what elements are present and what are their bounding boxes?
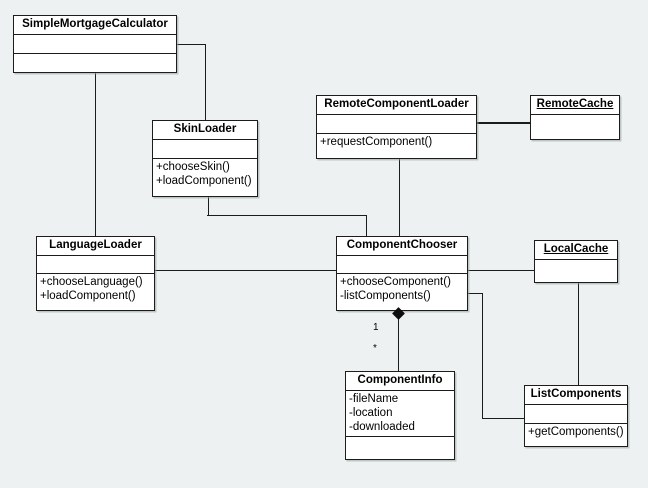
class-title-local-cache: LocalCache [535, 241, 617, 260]
edge-rcl-to-remotecache [476, 122, 532, 124]
class-operations-skin-loader: +chooseSkin() +loadComponent() [153, 159, 257, 190]
class-title-remote-cache: RemoteCache [531, 96, 619, 115]
edge-componentchooser-to-componentinfo-vertical [398, 316, 399, 372]
class-title-list-components: ListComponents [525, 386, 627, 405]
class-attributes-language-loader [37, 256, 154, 274]
operation-row: +chooseComponent() [340, 276, 451, 288]
class-title-component-info: ComponentInfo [346, 372, 454, 391]
class-operations-component-info [346, 437, 454, 488]
class-attributes-list-components [525, 405, 627, 424]
edge-componentchooser-to-listcomponents-vertical [482, 293, 483, 419]
class-title-simple-mortgage-calculator: SimpleMortgageCalculator [14, 16, 176, 35]
edge-localcache-to-listcomponents-vertical [578, 282, 579, 387]
class-operations-simple-mortgage-calculator [14, 54, 176, 110]
class-attributes-remote-component-loader [317, 115, 476, 134]
class-attributes-skin-loader [153, 140, 257, 159]
edge-smc-to-skinloader-vertical [205, 44, 206, 122]
edge-smc-to-languageloader-vertical [95, 72, 96, 238]
edge-skinloader-to-componentchooser-horizontal [207, 215, 367, 216]
operation-row: -listComponents() [340, 290, 431, 302]
edge-componentchooser-to-listcomponents-horizontal-1 [467, 293, 483, 294]
class-attributes-simple-mortgage-calculator [14, 35, 176, 54]
edge-smc-to-skinloader-horizontal [176, 44, 206, 45]
class-title-skin-loader: SkinLoader [153, 121, 257, 140]
class-operations-remote-component-loader: +requestComponent() [317, 134, 476, 151]
edge-skinloader-to-componentchooser-vertical-2 [366, 215, 367, 238]
edge-componentchooser-to-localcache [467, 270, 535, 271]
multiplicity-many-label: * [373, 343, 377, 354]
class-box-local-cache[interactable]: LocalCache [534, 240, 618, 283]
attribute-row: -downloaded [349, 421, 415, 433]
attribute-row: -location [349, 407, 393, 419]
class-title-language-loader: LanguageLoader [37, 237, 154, 256]
class-box-list-components[interactable]: ListComponents +getComponents() [524, 385, 628, 447]
edge-skinloader-to-componentchooser-vertical-1 [208, 196, 209, 216]
class-box-language-loader[interactable]: LanguageLoader +chooseLanguage() +loadCo… [36, 236, 155, 311]
class-operations-component-chooser: +chooseComponent() -listComponents() [337, 274, 467, 305]
class-box-component-chooser[interactable]: ComponentChooser +chooseComponent() -lis… [336, 236, 468, 311]
class-box-component-info[interactable]: ComponentInfo -fileName -location -downl… [345, 371, 455, 460]
operation-row: +requestComponent() [320, 136, 433, 148]
multiplicity-one-label: 1 [373, 322, 379, 333]
operation-row: +getComponents() [528, 426, 624, 438]
class-box-remote-cache[interactable]: RemoteCache [530, 95, 620, 140]
class-box-remote-component-loader[interactable]: RemoteComponentLoader +requestComponent(… [316, 95, 477, 159]
operation-row: +chooseLanguage() [40, 276, 143, 288]
attribute-row: -fileName [349, 393, 399, 405]
edge-rcl-to-componentchooser-vertical [399, 158, 400, 238]
class-operations-list-components: +getComponents() [525, 424, 627, 441]
class-body-local-cache [535, 260, 617, 301]
class-attributes-component-chooser [337, 256, 467, 274]
class-title-component-chooser: ComponentChooser [337, 237, 467, 256]
class-box-simple-mortgage-calculator[interactable]: SimpleMortgageCalculator [13, 15, 177, 73]
operation-row: +loadComponent() [156, 175, 252, 187]
class-attributes-component-info: -fileName -location -downloaded [346, 391, 454, 437]
class-operations-language-loader: +chooseLanguage() +loadComponent() [37, 274, 154, 305]
edge-componentchooser-to-listcomponents-horizontal-2 [482, 418, 526, 419]
edge-languageloader-to-componentchooser [154, 270, 338, 271]
class-title-remote-component-loader: RemoteComponentLoader [317, 96, 476, 115]
operation-row: +chooseSkin() [156, 161, 230, 173]
class-body-remote-cache [531, 115, 619, 158]
operation-row: +loadComponent() [40, 290, 136, 302]
class-box-skin-loader[interactable]: SkinLoader +chooseSkin() +loadComponent(… [152, 120, 258, 197]
